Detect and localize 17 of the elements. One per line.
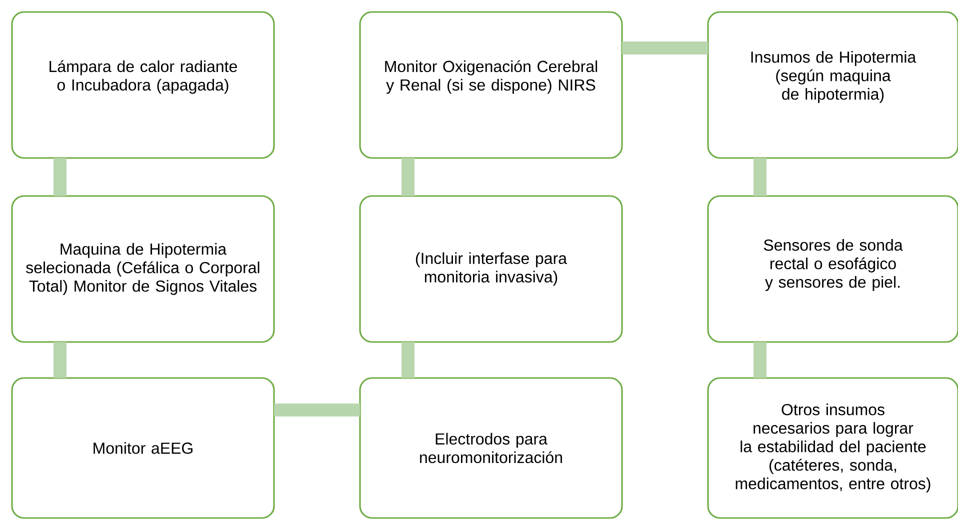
item-box: (Incluir interfase para monitoria invasiva) — [359, 195, 623, 343]
connector-band — [754, 158, 766, 196]
item-box: Otros insumos necesarios para lograr la estabilidad del paciente (catéteres, sonda, medicamentos, entre otros) — [707, 377, 958, 519]
item-box: Lámpara de calor radiante o Incubadora (apagada) — [11, 11, 275, 159]
item-box: Insumos de Hipotermia (según maquina de hipotermia) — [707, 11, 958, 159]
connector-band — [754, 342, 766, 378]
connector-band — [54, 342, 66, 378]
item-box: Monitor aEEG — [11, 377, 275, 519]
connector-band — [402, 158, 414, 196]
item-box: Electrodos para neuromonitorización — [359, 377, 623, 519]
connector-band — [274, 404, 360, 416]
item-box: Sensores de sonda rectal o esofágico y sensores de piel. — [707, 195, 958, 343]
connector-band — [402, 342, 414, 378]
connector-band — [54, 158, 66, 196]
item-box: Monitor Oxigenación Cerebral y Renal (si se dispone) NIRS — [359, 11, 623, 159]
connector-band — [622, 42, 708, 54]
item-box: Maquina de Hipotermia selecionada (Cefálica o Corporal Total) Monitor de Signos Vitales — [11, 195, 275, 343]
